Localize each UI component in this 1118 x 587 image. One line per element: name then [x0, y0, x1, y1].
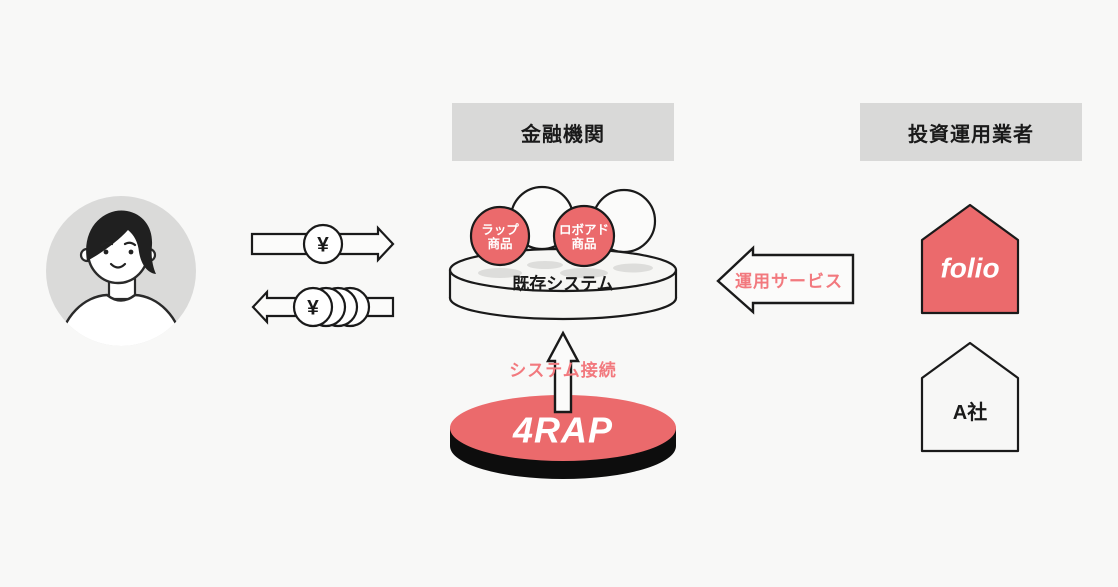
- yen-coin-icon: [302, 223, 344, 265]
- customer-avatar-icon: [46, 196, 196, 346]
- company-a-house: A社: [920, 341, 1020, 453]
- folio-logo: folio: [940, 253, 999, 284]
- roboad-product-line2: 商品: [571, 236, 596, 251]
- existing-system-diagram: ラップ 商品 ロボアド 商品 既存システム: [448, 185, 678, 321]
- existing-system-label: 既存システム: [512, 274, 614, 294]
- wrap-product-line1: ラップ: [481, 222, 519, 237]
- roboad-product-line1: ロボアド: [559, 222, 609, 237]
- person-mouth: [109, 262, 127, 269]
- yen-symbol: ¥: [317, 234, 329, 257]
- header-financial-institution: 金融機関: [452, 103, 674, 161]
- system-connection-arrow-icon: [545, 330, 581, 414]
- ball-shadow: [478, 268, 522, 278]
- ball-shadow: [613, 263, 653, 273]
- money-flow-arrows: ¥ ¥: [250, 223, 395, 328]
- person-eye-right: [128, 249, 134, 255]
- rap-cylinder: 4RAP: [450, 395, 676, 479]
- header-investment-manager: 投資運用業者: [860, 103, 1082, 161]
- header-financial-institution-label: 金融機関: [521, 123, 605, 146]
- product-circle-roboad: ロボアド 商品: [552, 204, 616, 268]
- operation-service-arrow-icon: [716, 245, 855, 315]
- system-connection-label: システム接続: [509, 361, 617, 380]
- company-a-label: A社: [953, 400, 987, 424]
- person-hair: [86, 210, 156, 274]
- yen-symbol: ¥: [307, 297, 319, 320]
- operation-service-label: 運用サービス: [735, 272, 843, 291]
- coin-stack-front-icon: [292, 286, 334, 328]
- rap-logo: 4RAP: [512, 410, 613, 451]
- ball-shadow: [527, 261, 563, 269]
- folio-house: folio: [920, 203, 1020, 315]
- person-illustration: [57, 210, 185, 346]
- person-brow-left: [100, 241, 114, 247]
- person-shirt: [57, 293, 185, 346]
- header-investment-manager-label: 投資運用業者: [908, 123, 1034, 146]
- ball-shadow: [560, 268, 608, 278]
- person-brow-right: [123, 241, 137, 247]
- product-circle-wrap: ラップ 商品: [469, 205, 531, 267]
- wrap-product-line2: 商品: [487, 236, 512, 251]
- person-eye-left: [103, 249, 109, 255]
